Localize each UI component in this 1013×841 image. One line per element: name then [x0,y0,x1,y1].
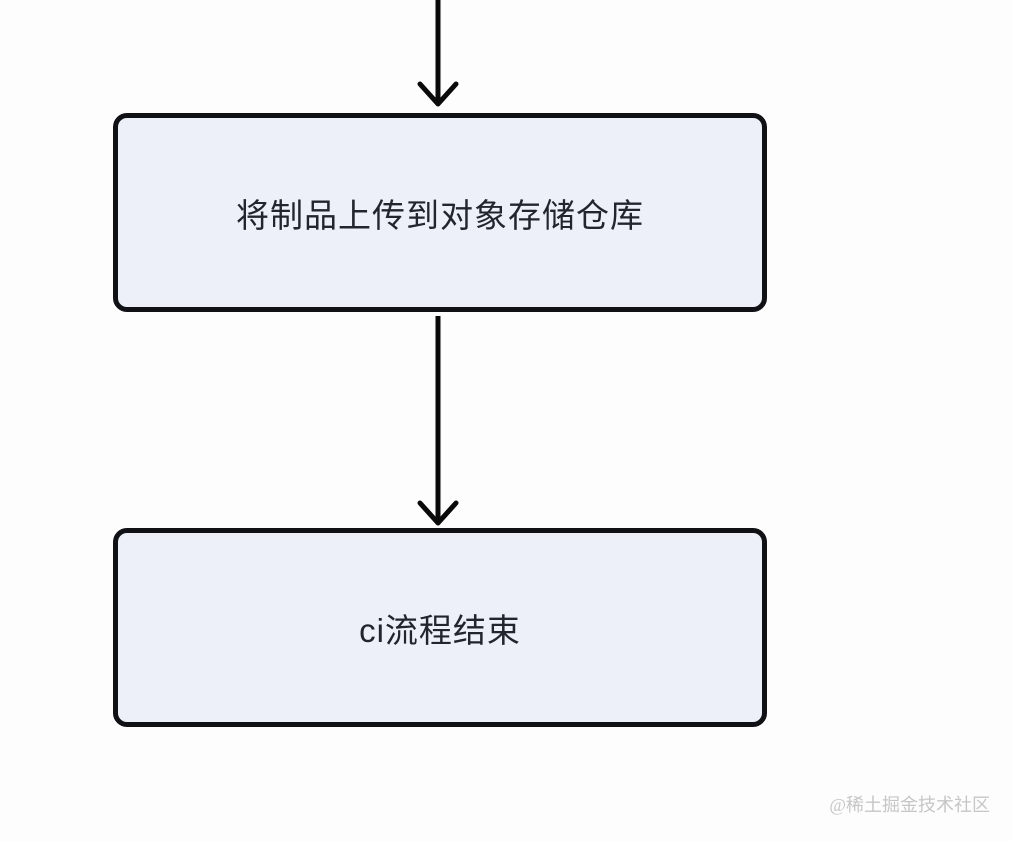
node-upload-artifact-label: 将制品上传到对象存储仓库 [236,196,644,234]
node-upload-artifact: 将制品上传到对象存储仓库 [113,113,767,312]
arrow-into-upload-node [417,0,459,107]
node-ci-end: ci流程结束 [113,528,767,727]
arrow-upload-to-end [417,316,459,526]
watermark-text: @稀土掘金技术社区 [829,795,990,815]
node-ci-end-label: ci流程结束 [359,611,521,649]
